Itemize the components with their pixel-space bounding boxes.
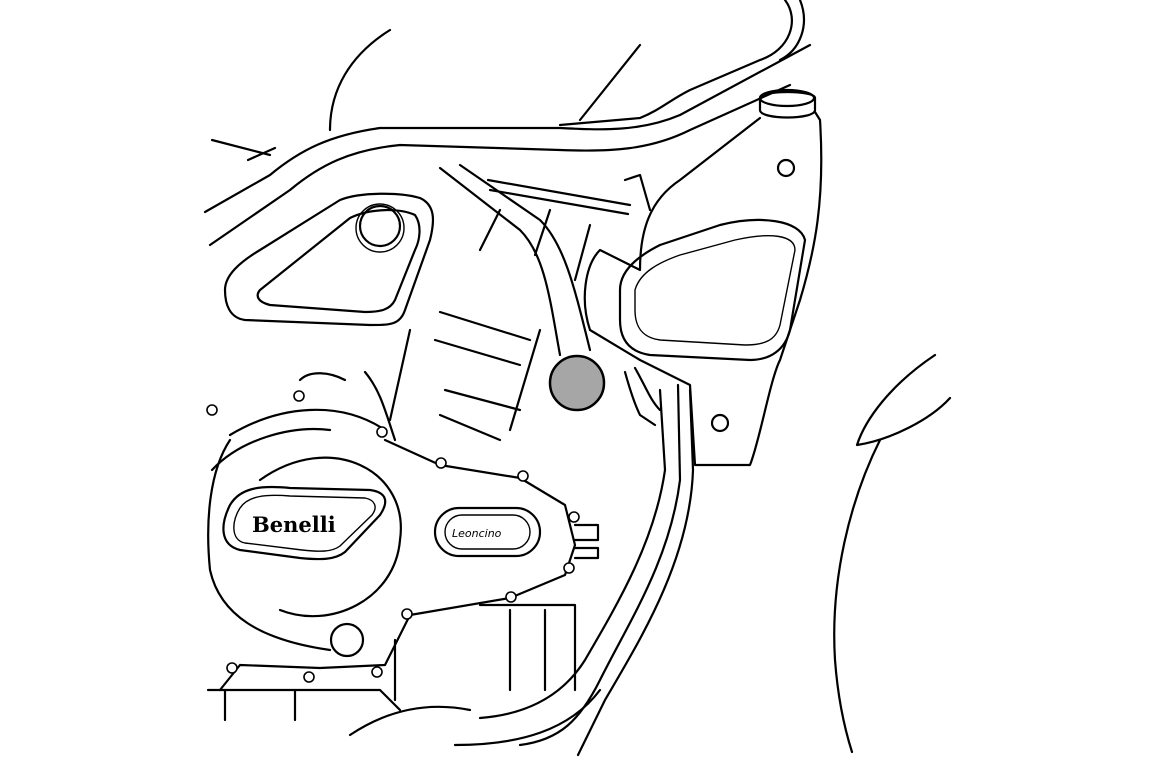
highlighted-component: [548, 354, 606, 412]
hose: [453, 366, 695, 757]
leoncino-logo-text: Leoncino: [452, 527, 502, 540]
frame-tubes: [203, 43, 812, 357]
engine-block: [206, 310, 600, 737]
left-side-panel: [223, 192, 435, 327]
coolant-reservoir: [583, 88, 823, 467]
bolts: [206, 390, 580, 683]
leoncino-badge: Leoncino: [433, 506, 542, 558]
benelli-badge: Benelli: [222, 485, 387, 561]
seat-and-tank-outline: [210, 0, 805, 157]
front-wheel-fender: [833, 353, 952, 754]
benelli-logo-text: Benelli: [252, 512, 336, 537]
